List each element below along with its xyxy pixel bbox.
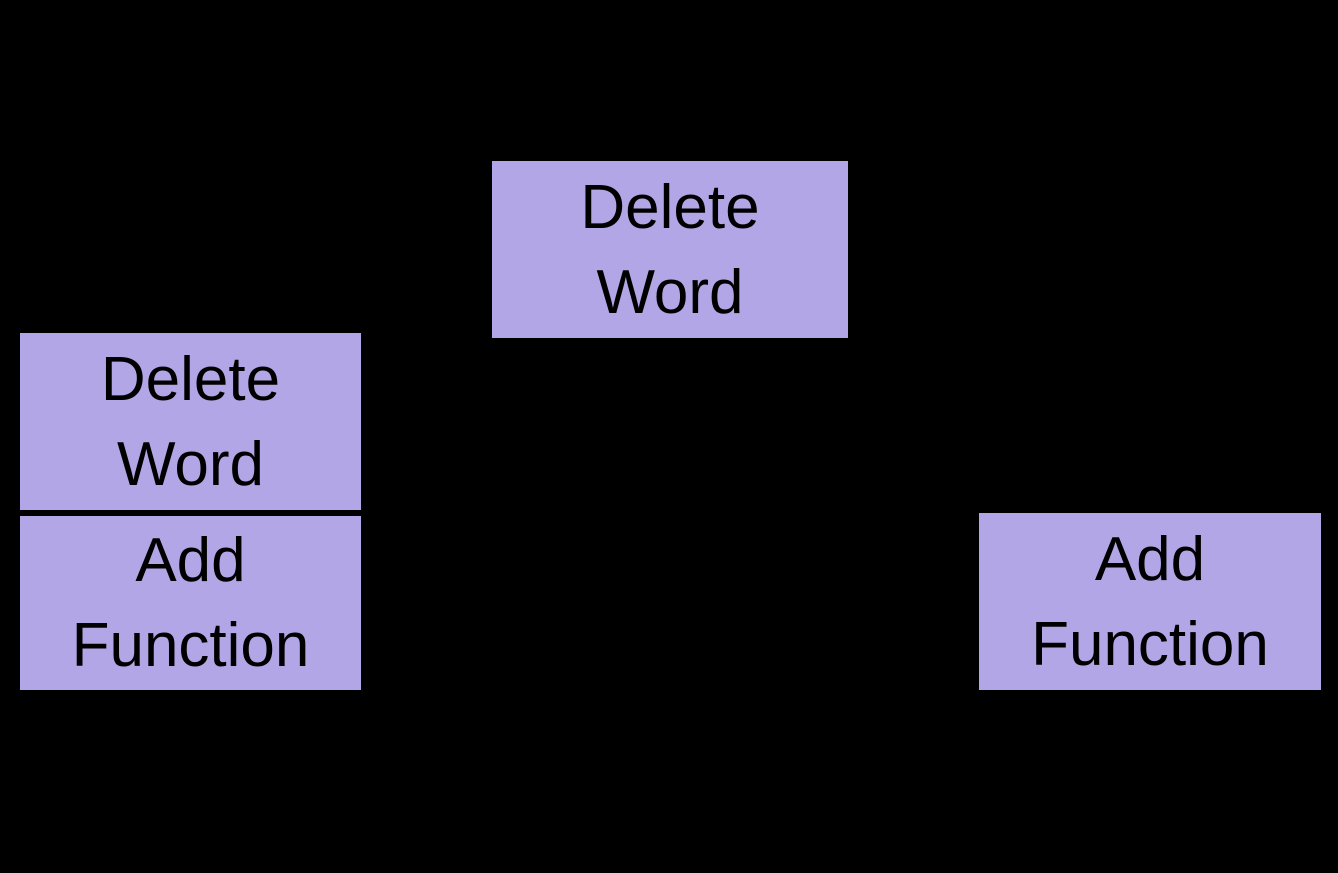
- node-add-function-right[interactable]: Add Function: [979, 513, 1321, 690]
- node-add-function-left[interactable]: Add Function: [20, 516, 361, 690]
- node-delete-word-left[interactable]: Delete Word: [20, 333, 361, 510]
- stacked-node-group-left: Delete Word Add Function: [20, 333, 361, 690]
- node-delete-word-top[interactable]: Delete Word: [492, 161, 848, 338]
- stack-divider: [20, 510, 361, 516]
